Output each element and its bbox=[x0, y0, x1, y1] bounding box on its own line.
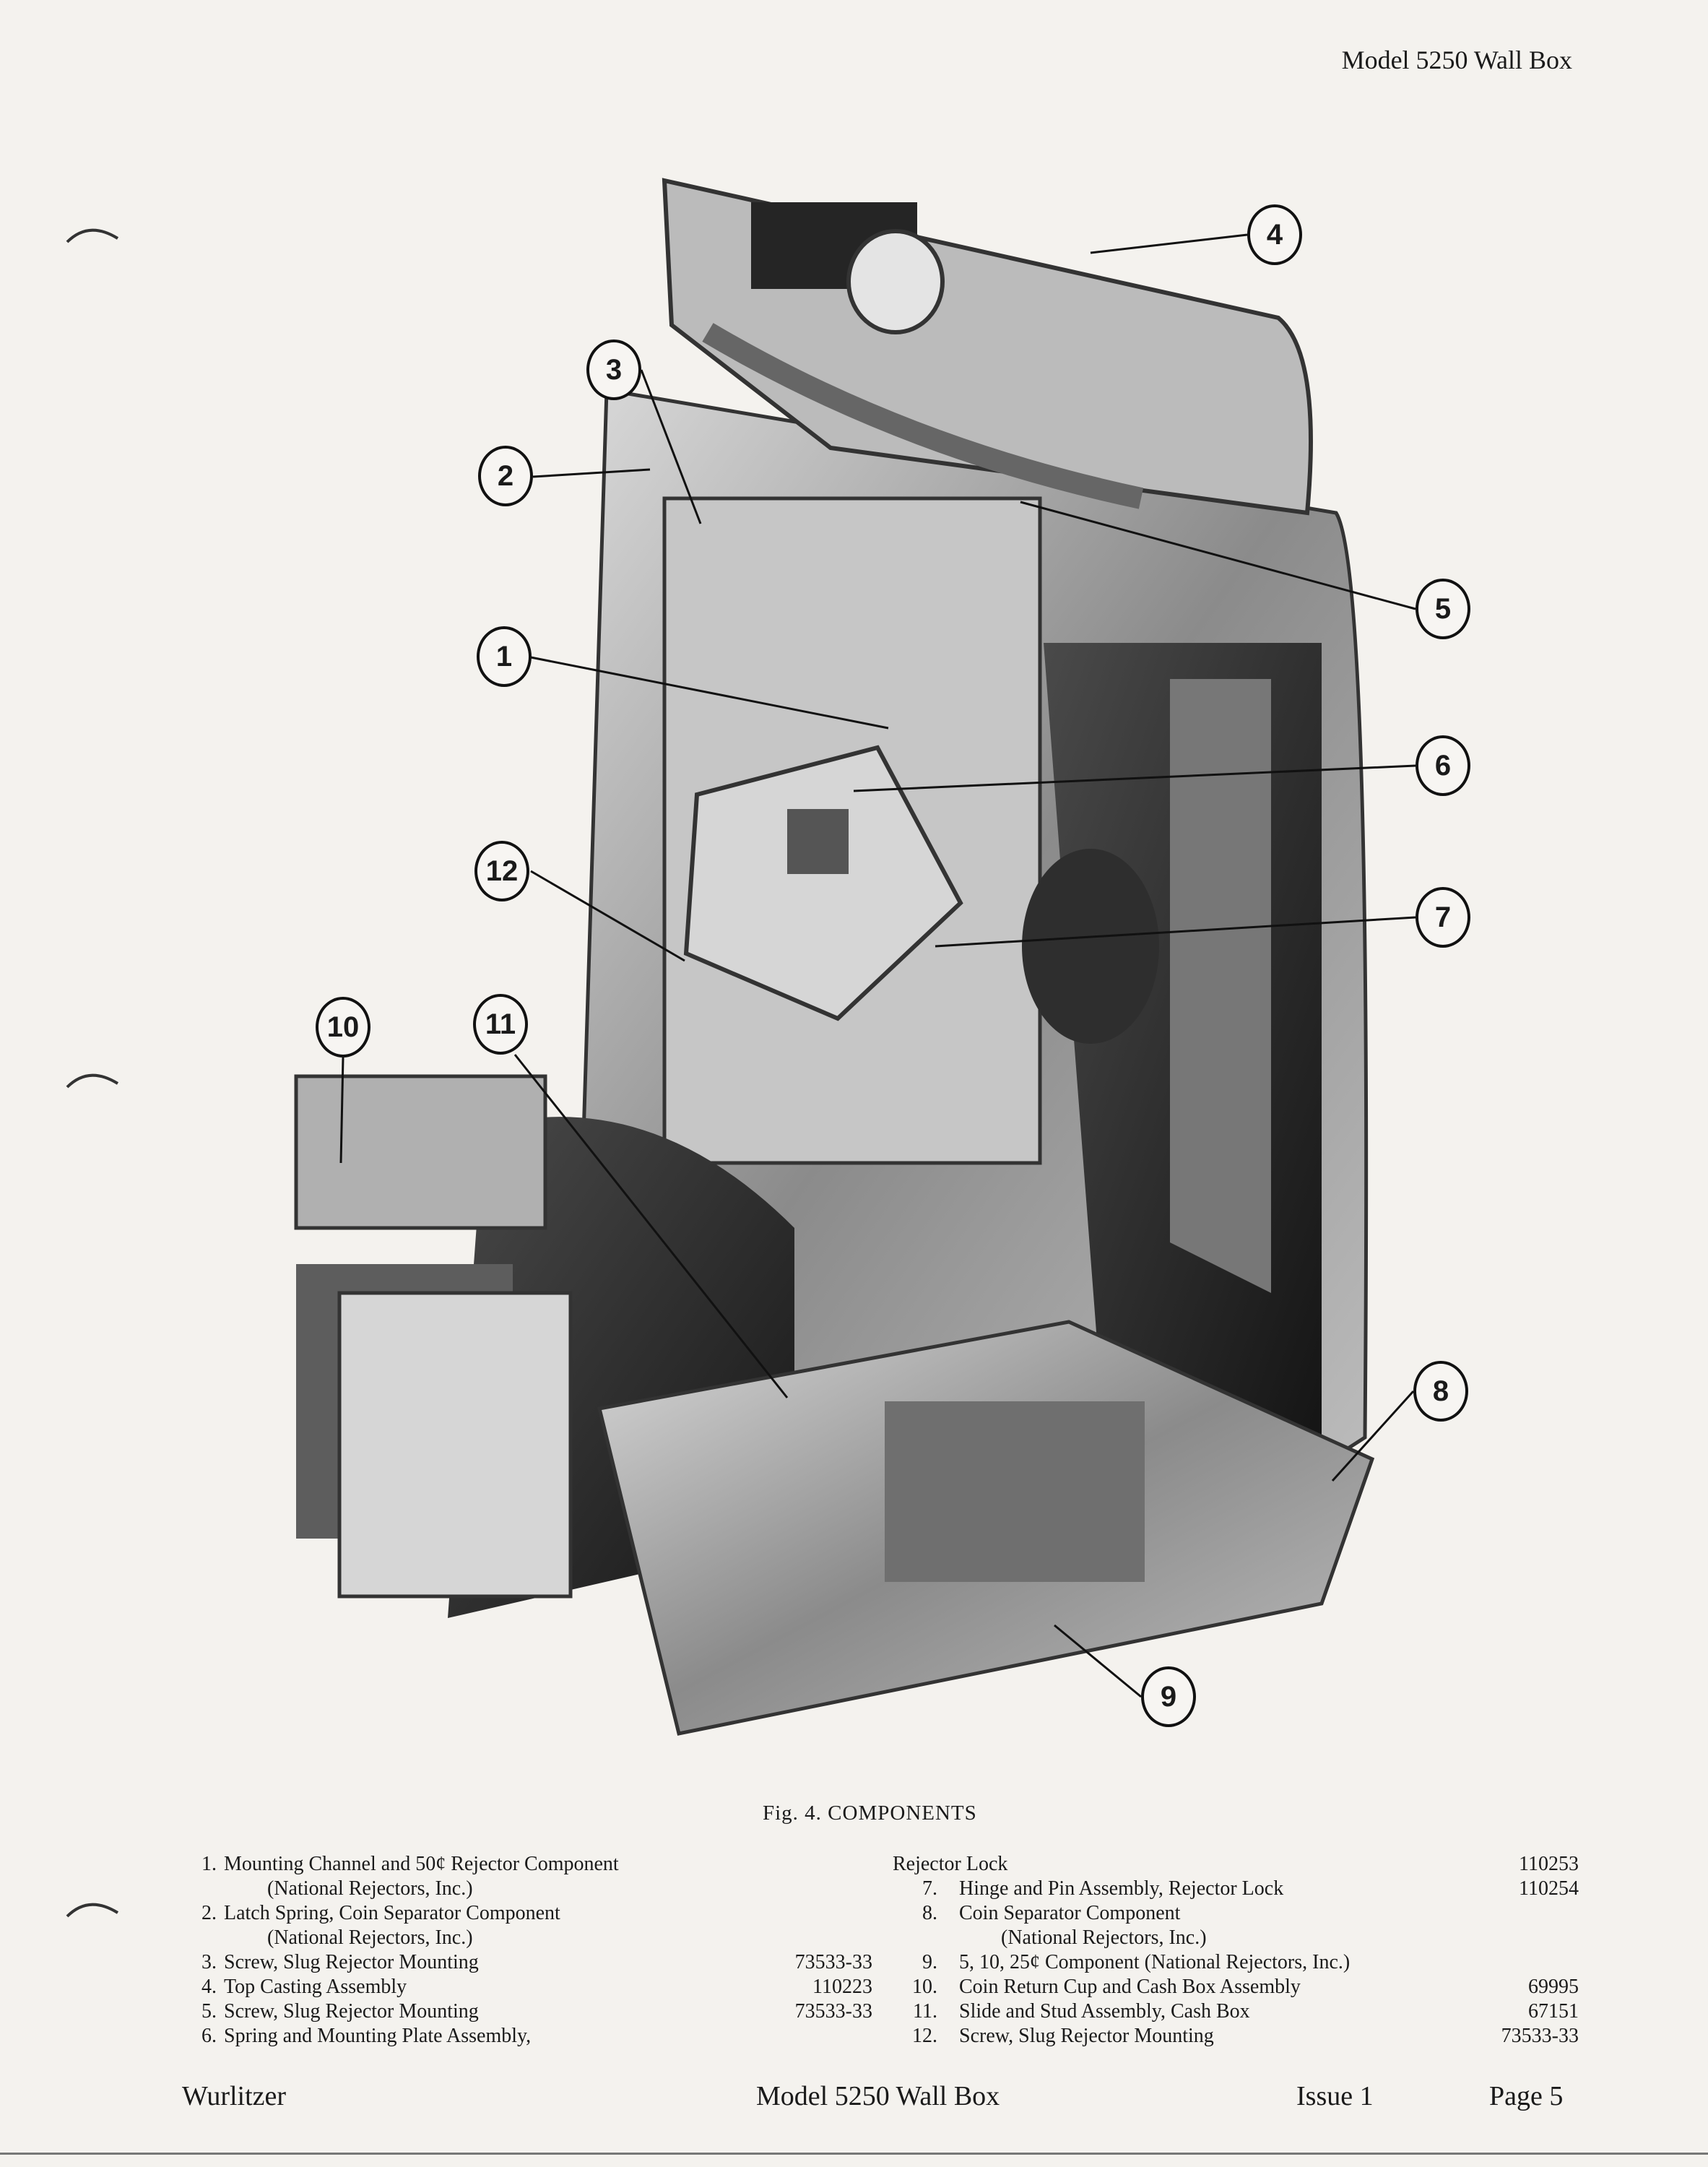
callout-12: 12 bbox=[474, 841, 529, 901]
list-item: (National Rejectors, Inc.) bbox=[267, 1877, 473, 1900]
callout-2: 2 bbox=[478, 446, 533, 506]
footer-page: Page 5 bbox=[1489, 2081, 1564, 2111]
footer-brand: Wurlitzer bbox=[182, 2081, 287, 2111]
list-item: 1.Mounting Channel and 50¢ Rejector Comp… bbox=[201, 1853, 619, 1875]
footer-model: Model 5250 Wall Box bbox=[756, 2081, 1000, 2111]
figure-caption: Fig. 4. COMPONENTS bbox=[763, 1801, 977, 1825]
callout-7: 7 bbox=[1416, 887, 1470, 948]
list-item: (National Rejectors, Inc.) bbox=[267, 1926, 473, 1949]
callout-4: 4 bbox=[1247, 204, 1302, 265]
list-item: 9.5, 10, 25¢ Component (National Rejecto… bbox=[922, 1951, 1351, 1973]
hole-punch-mark-top bbox=[64, 217, 121, 246]
list-item: 8.Coin Separator Component bbox=[922, 1902, 1181, 1924]
hole-punch-mark-bottom bbox=[64, 1891, 121, 1920]
page-bottom-rule bbox=[0, 2153, 1708, 2155]
list-item: (National Rejectors, Inc.) bbox=[1001, 1926, 1207, 1949]
callout-9: 9 bbox=[1141, 1666, 1196, 1727]
callout-3: 3 bbox=[586, 339, 641, 400]
list-item: 2.Latch Spring, Coin Separator Component bbox=[201, 1902, 560, 1924]
page-header-title: Model 5250 Wall Box bbox=[1341, 46, 1572, 74]
callout-6: 6 bbox=[1416, 735, 1470, 796]
callout-11: 11 bbox=[473, 994, 528, 1055]
parts-list-left: 1.Mounting Channel and 50¢ Rejector Comp… bbox=[181, 1852, 903, 2049]
hole-punch-mark-middle bbox=[64, 1062, 121, 1091]
list-item: 10.Coin Return Cup and Cash Box Assembly… bbox=[912, 1976, 1579, 1998]
callout-10: 10 bbox=[316, 997, 370, 1057]
callout-8: 8 bbox=[1413, 1361, 1468, 1422]
callout-5: 5 bbox=[1416, 579, 1470, 639]
callout-1: 1 bbox=[477, 626, 532, 687]
footer-issue: Issue 1 bbox=[1296, 2081, 1374, 2111]
wall-box-component-photo bbox=[144, 137, 1488, 1748]
list-item: 6.Spring and Mounting Plate Assembly, bbox=[201, 2025, 532, 2047]
